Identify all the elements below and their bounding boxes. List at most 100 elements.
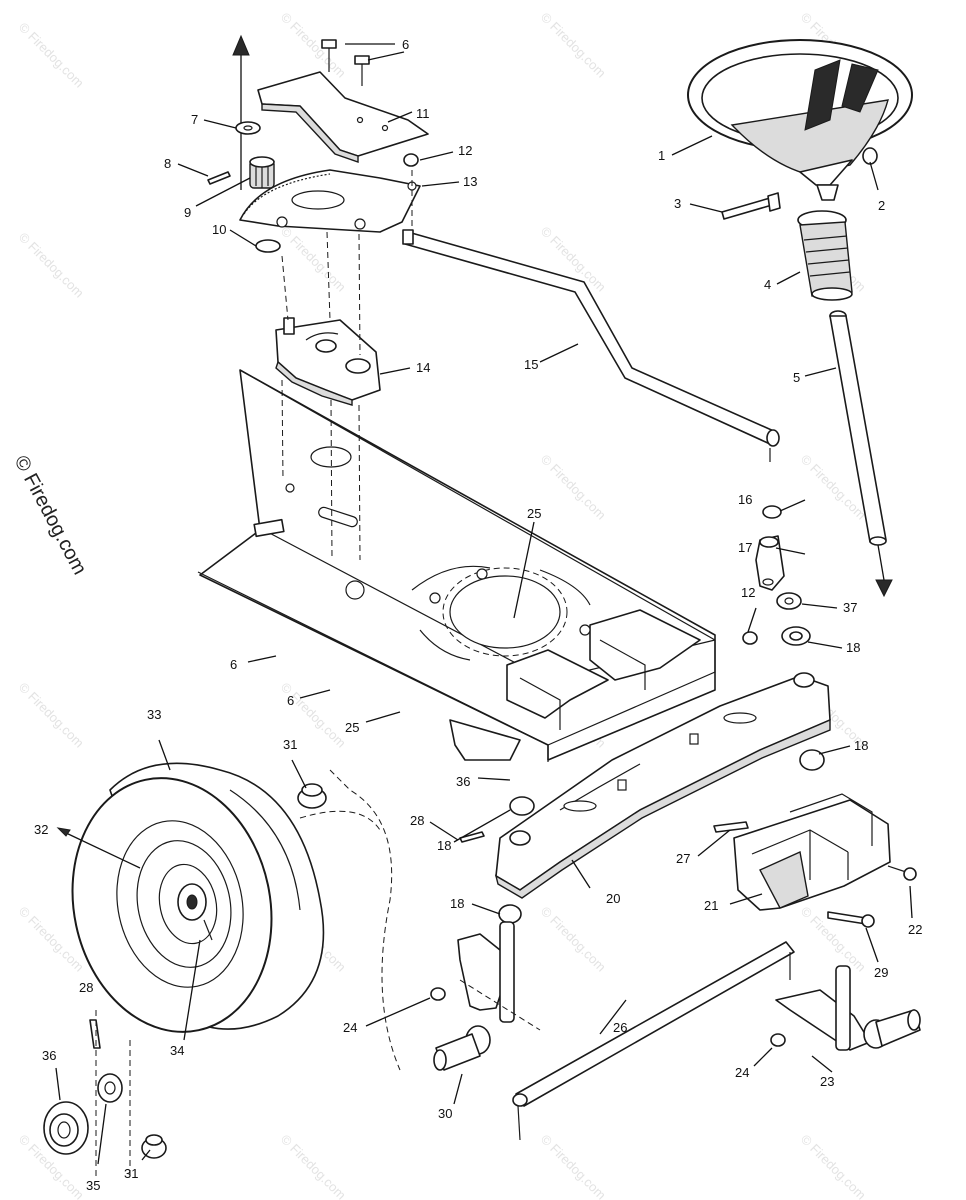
callout-26: 26 xyxy=(613,1020,627,1035)
watermark-text: © Firedog.com xyxy=(278,10,349,81)
bushing xyxy=(255,239,281,253)
watermark-text: © Firedog.com xyxy=(798,1132,869,1200)
watermark-text: © Firedog.com xyxy=(16,230,87,301)
steering-wheel xyxy=(687,39,913,201)
callout-20: 20 xyxy=(606,891,620,906)
wheel-hub xyxy=(177,883,207,921)
callout-labels: 1 2 3 4 5 6 7 8 9 10 11 12 13 14 15 16 1… xyxy=(34,37,922,1193)
callout-18b: 18 xyxy=(854,738,868,753)
watermark-text: © Firedog.com xyxy=(538,904,609,975)
callout-13: 13 xyxy=(463,174,477,189)
hex-bolt xyxy=(321,39,370,86)
wheel-rim-valve xyxy=(203,919,213,941)
steering-gear-cover xyxy=(257,71,429,163)
callout-27: 27 xyxy=(676,851,690,866)
callout-5: 5 xyxy=(793,370,800,385)
callout-16: 16 xyxy=(738,492,752,507)
callout-10: 10 xyxy=(212,222,226,237)
callout-12: 12 xyxy=(458,143,472,158)
callout-18: 18 xyxy=(846,640,860,655)
carriage-bolt xyxy=(827,911,875,928)
callout-1: 1 xyxy=(658,148,665,163)
leader-lines xyxy=(55,43,913,1165)
spacer xyxy=(776,592,802,610)
side-watermark: © Firedog.com xyxy=(10,452,91,578)
callout-8: 8 xyxy=(164,156,171,171)
callout-36b: 36 xyxy=(42,1048,56,1063)
callout-7: 7 xyxy=(191,112,198,127)
wheel-fill-valve xyxy=(56,827,141,869)
callout-30: 30 xyxy=(438,1106,452,1121)
pinion-gear xyxy=(249,156,275,189)
callout-6b: 6 xyxy=(230,657,237,672)
frame-bolt xyxy=(887,865,917,881)
callout-17: 17 xyxy=(738,540,752,555)
callout-28b: 28 xyxy=(79,980,93,995)
callout-35: 35 xyxy=(86,1178,100,1193)
frame xyxy=(197,369,716,762)
steering-arm xyxy=(755,535,785,591)
callout-25: 24 xyxy=(343,1020,357,1035)
watermark-text: © Firedog.com xyxy=(538,452,609,523)
direction-arrow xyxy=(232,34,250,190)
steering-support-bracket xyxy=(275,317,381,406)
callout-6: 6 xyxy=(402,37,409,52)
hub-cap xyxy=(141,783,327,1159)
nut xyxy=(403,153,758,645)
callout-9: 9 xyxy=(184,205,191,220)
callout-4: 4 xyxy=(764,277,771,292)
callout-31b: 31 xyxy=(124,1166,138,1181)
front-axle xyxy=(494,672,831,899)
callout-18c: 18 xyxy=(437,838,451,853)
cotter-pin xyxy=(89,821,749,1049)
callout-21: 21 xyxy=(704,898,718,913)
callout-37: 37 xyxy=(843,600,857,615)
left-spindle xyxy=(433,921,515,1071)
washer xyxy=(235,121,261,135)
callout-15: 15 xyxy=(524,357,538,372)
callout-12b: 12 xyxy=(741,585,755,600)
callout-18d: 18 xyxy=(450,896,464,911)
callout-6c: 6 xyxy=(287,693,294,708)
watermark-text: © Firedog.com xyxy=(538,1132,609,1200)
callout-23: 25 xyxy=(527,506,541,521)
callout-28: 28 xyxy=(410,813,424,828)
callout-33: 33 xyxy=(147,707,161,722)
tie-rod xyxy=(512,941,795,1141)
callout-22: 22 xyxy=(908,922,922,937)
front-tire xyxy=(71,762,325,1033)
callout-23b: 25 xyxy=(345,720,359,735)
callout-3: 3 xyxy=(674,196,681,211)
lower-washer xyxy=(43,1101,89,1155)
watermark-text: © Firedog.com xyxy=(278,224,349,295)
callout-29: 29 xyxy=(874,965,888,980)
callout-36: 36 xyxy=(456,774,470,789)
callout-34: 34 xyxy=(170,1043,184,1058)
callout-32: 32 xyxy=(34,822,48,837)
callout-11: 11 xyxy=(416,106,430,121)
watermark-text: © Firedog.com xyxy=(538,10,609,81)
locknut xyxy=(430,987,786,1047)
watermark-text: © Firedog.com xyxy=(16,20,87,91)
watermark-text: © Firedog.com xyxy=(278,1132,349,1200)
drag-link xyxy=(402,229,780,462)
callout-14: 14 xyxy=(416,360,430,375)
axle-support-bracket xyxy=(733,793,891,911)
steering-shaft-boot xyxy=(797,210,853,301)
spring-clip xyxy=(762,505,782,519)
roll-pin xyxy=(207,171,231,185)
callout-25b: 24 xyxy=(735,1065,749,1080)
assembly-guide-lines xyxy=(281,170,413,561)
watermark-text: © Firedog.com xyxy=(16,680,87,751)
right-spindle xyxy=(775,965,921,1051)
wheel-guide-lines xyxy=(95,769,541,1180)
steering-shaft xyxy=(829,310,893,598)
steering-wheel-cap-nut xyxy=(862,147,878,165)
steering-wheel-bolt xyxy=(721,192,781,220)
flat-washer xyxy=(97,1073,123,1103)
callout-24: 23 xyxy=(820,1074,834,1089)
callout-31: 31 xyxy=(283,737,297,752)
flange-bushing xyxy=(498,626,825,924)
callout-2: 2 xyxy=(878,198,885,213)
